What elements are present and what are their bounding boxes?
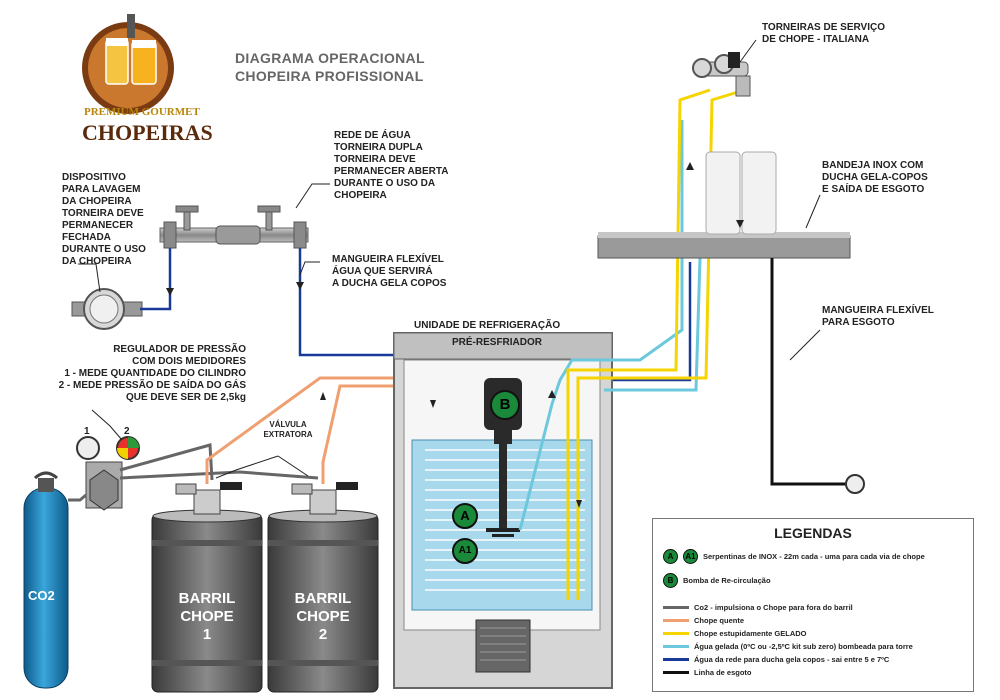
legend-line-swatch <box>663 645 689 648</box>
legend-line-text: Chope estupidamente GELADO <box>694 629 807 638</box>
legend-line-row: Água gelada (0ºC ou -2,5ºC kit sub zero)… <box>663 642 913 651</box>
legend-line-swatch <box>663 658 689 661</box>
coil-a1-badge: A1 <box>452 538 478 564</box>
legend-line-row: Água da rede para ducha gela copos - sai… <box>663 655 889 664</box>
legend-line-text: Chope quente <box>694 616 744 625</box>
co2-label: CO2 <box>28 588 55 603</box>
legend-line-swatch <box>663 632 689 635</box>
logo-text-main: CHOPEIRAS <box>82 120 213 145</box>
coil-a-badge: A <box>452 503 478 529</box>
legend-line-row: Co2 - impulsiona o Chope para fora do ba… <box>663 603 853 612</box>
brand-logo <box>82 14 174 114</box>
keg-1 <box>151 482 263 693</box>
compressor-grille <box>475 619 531 673</box>
label-taps: TORNEIRAS DE SERVIÇO DE CHOPE - ITALIANA <box>762 22 885 45</box>
pump-b-badge: B <box>490 390 520 420</box>
legend-badge-a1: A1 <box>683 549 698 564</box>
gauge-2-label: 2 <box>124 426 130 437</box>
keg-2-label: BARRIL CHOPE 2 <box>294 590 352 643</box>
legend-line-row: Chope quente <box>663 616 744 625</box>
legend-line-swatch <box>663 606 689 609</box>
label-tray: BANDEJA INOX COM DUCHA GELA-COPOS E SAÍD… <box>822 160 928 195</box>
logo-glass-right <box>131 41 157 85</box>
co2-cylinder <box>23 471 69 689</box>
label-drain-hose: MANGUEIRA FLEXÍVEL PARA ESGOTO <box>822 305 934 328</box>
gauge-1 <box>76 436 100 460</box>
counter-tray <box>597 151 851 259</box>
glass-left <box>705 151 741 235</box>
legend-line-row: Linha de esgoto <box>663 668 752 677</box>
legend-line-text: Água gelada (0ºC ou -2,5ºC kit sub zero)… <box>694 642 913 651</box>
flow-arrows <box>166 162 744 508</box>
legend-row-coils: A A1 Serpentinas de INOX - 22m cada - um… <box>663 549 925 564</box>
diagram-title-line2: CHOPEIRA PROFISSIONAL <box>235 68 424 84</box>
italian-taps <box>692 52 751 97</box>
keg-1-label: BARRIL CHOPE 1 <box>178 590 236 643</box>
legend-line-text: Água da rede para ducha gela copos - sai… <box>694 655 890 664</box>
drain-line <box>770 258 848 486</box>
label-refrigeration-unit: UNIDADE DE REFRIGERAÇÃO <box>414 320 561 331</box>
legend-box: LEGENDAS A A1 Serpentinas de INOX - 22m … <box>652 518 974 692</box>
water-supply-pipe <box>159 205 309 249</box>
keg-2 <box>267 482 379 693</box>
drain-outlet <box>845 474 865 494</box>
co2-gas-lines <box>68 443 319 502</box>
pressure-regulator <box>76 436 140 511</box>
legend-row-pump: B Bomba de Re-circulação <box>663 573 771 588</box>
glass-right <box>741 151 777 235</box>
legend-coils-text: Serpentinas de INOX - 22m cada - uma par… <box>703 552 925 561</box>
legend-line-text: Linha de esgoto <box>694 668 752 677</box>
gauge-1-label: 1 <box>84 426 90 437</box>
legend-title: LEGENDAS <box>774 525 852 541</box>
legend-line-swatch <box>663 619 689 622</box>
label-water-hose: MANGUEIRA FLEXÍVEL ÁGUA QUE SERVIRÁ A DU… <box>332 254 447 289</box>
diagram-title-line1: DIAGRAMA OPERACIONAL <box>235 50 425 66</box>
label-valve: VÁLVULA EXTRATORA <box>263 420 313 439</box>
leader-lines <box>78 39 821 479</box>
logo-tap <box>127 14 135 38</box>
legend-badge-a: A <box>663 549 678 564</box>
label-pre-cooler: PRÉ-RESFRIADOR <box>452 337 543 348</box>
chilled-water-lines <box>518 120 702 531</box>
logo-glass-left <box>105 39 129 85</box>
legend-line-swatch <box>663 671 689 674</box>
legend-line-row: Chope estupidamente GELADO <box>663 629 807 638</box>
cold-beer-lines <box>566 88 739 600</box>
washing-device <box>71 288 143 330</box>
label-regulator: REGULADOR DE PRESSÃO COM DOIS MEDIDORES … <box>58 344 246 403</box>
legend-pump-text: Bomba de Re-circulação <box>683 576 771 585</box>
legend-line-text: Co2 - impulsiona o Chope para fora do ba… <box>694 603 853 612</box>
legend-badge-b: B <box>663 573 678 588</box>
label-washing-device: DISPOSITIVO PARA LAVAGEM DA CHOPEIRA TOR… <box>62 172 146 267</box>
logo-text-top: PREMIUM GOURMET <box>84 106 200 118</box>
label-water-network: REDE DE ÁGUA TORNEIRA DUPLA TORNEIRA DEV… <box>334 130 449 201</box>
